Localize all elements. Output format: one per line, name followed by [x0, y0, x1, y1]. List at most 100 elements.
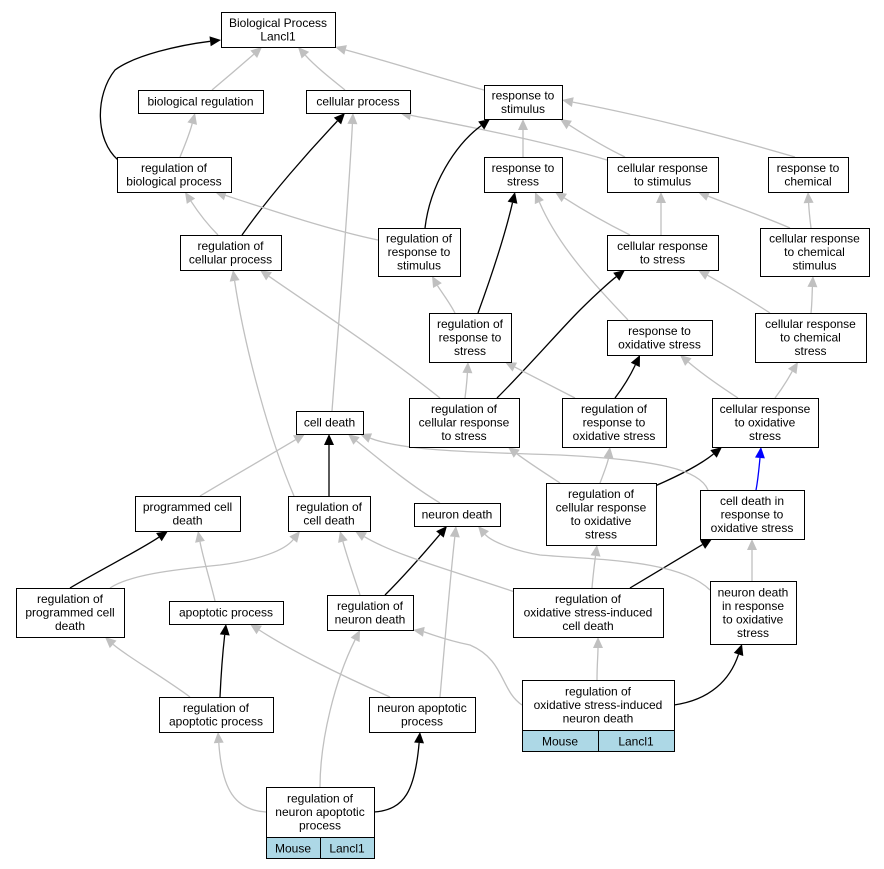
edge-reg_response_to_stimulus-to-reg_biological_process [215, 190, 379, 241]
edge-programmed_cell_death-to-cell_death [199, 434, 305, 497]
node-label-line: regulation of [296, 500, 363, 514]
arrowhead-icon [324, 434, 334, 445]
edge-cell_death-to-cellular_process [331, 113, 358, 412]
node-box [288, 496, 371, 532]
arrowhead-icon [656, 192, 666, 203]
arrowhead-icon [562, 97, 574, 107]
edge-biological_regulation-to-bp [211, 47, 262, 91]
node-box [607, 320, 713, 356]
arrowhead-icon [478, 119, 490, 130]
arrowhead-icon [219, 624, 230, 636]
node-label-line: process [299, 819, 341, 833]
edge-reg_response_to_stress-to-response_to_stress [477, 192, 518, 314]
node-box [221, 12, 336, 48]
edge-line [225, 194, 379, 241]
edge-cellular_process-to-bp [298, 47, 346, 91]
edge-line [304, 54, 346, 91]
edge-response_to_stimulus-to-bp [335, 45, 485, 91]
node-box [562, 398, 667, 448]
edge-reg_apoptotic_process-to-reg_programmed_cell_death [105, 637, 191, 698]
arrowhead-icon [590, 545, 601, 557]
edge-line [99, 40, 211, 161]
arrowhead-icon [185, 192, 196, 204]
arrowhead-icon [613, 270, 625, 281]
arrowhead-icon [555, 192, 567, 203]
node-label-line: regulation of [437, 317, 504, 331]
edge-cellular_response_to_chemical_stress-to-cellular_response_to_chemical_stimulus [807, 276, 818, 314]
arrowhead-icon [710, 447, 722, 458]
node-box [409, 398, 520, 448]
node-label-line: apoptotic process [179, 606, 273, 620]
arrowhead-icon [698, 270, 710, 280]
node-label-line: death [172, 513, 202, 527]
node-cellular-process[interactable]: cellular process [306, 90, 411, 114]
node-cell-death[interactable]: cell death [296, 411, 364, 435]
arrowhead-icon [350, 630, 360, 643]
node-box [700, 490, 805, 540]
node-box [180, 235, 282, 271]
node-apoptotic-process[interactable]: apoptotic process [169, 601, 284, 625]
edge-line [112, 643, 191, 698]
edge-neuron_death_in_response_to_oxidative_stress-to-cell_death_in_response_to_oxidative_stress [747, 539, 757, 581]
arrowhead-icon [333, 113, 345, 125]
edge-reg_response_to_oxidative_stress-to-response_to_oxidative_stress [614, 355, 640, 399]
node-box [768, 157, 849, 193]
edge-neuron_apoptotic_process-to-neuron_death [439, 526, 460, 698]
node-label-line: regulation of [568, 487, 635, 501]
edge-reg_cell_death-to-cell_death [324, 434, 334, 496]
node-label-line: regulation of [141, 161, 208, 175]
node-box [378, 228, 461, 277]
node-biological-regulation[interactable]: biological regulation [138, 90, 264, 114]
edge-line [599, 457, 610, 484]
node-neuron-death[interactable]: neuron death [414, 503, 501, 527]
edge-line [477, 202, 514, 314]
node-label-line: stress [794, 344, 826, 358]
edge-line [319, 639, 356, 788]
annotation-cell-label: Lancl1 [329, 842, 365, 856]
node-label-line: neuron death [422, 508, 493, 522]
node-label-line: cellular response [556, 500, 647, 514]
node-box [117, 157, 232, 193]
edge-line [707, 274, 771, 314]
node-label-line: cellular process [316, 95, 399, 109]
edge-line [687, 361, 739, 399]
arrowhead-icon [478, 526, 489, 538]
node-label-line: to stress [441, 429, 486, 443]
edge-line [810, 286, 814, 314]
edge-line [673, 654, 740, 706]
edge-line [424, 125, 482, 229]
edge-cellular_response_to_chemical_stimulus-to-response_to_chemical [803, 192, 814, 229]
node-box [760, 228, 870, 277]
arrowhead-icon [505, 362, 518, 372]
node-box [159, 697, 274, 733]
annotation-cell-label: Mouse [275, 842, 311, 856]
